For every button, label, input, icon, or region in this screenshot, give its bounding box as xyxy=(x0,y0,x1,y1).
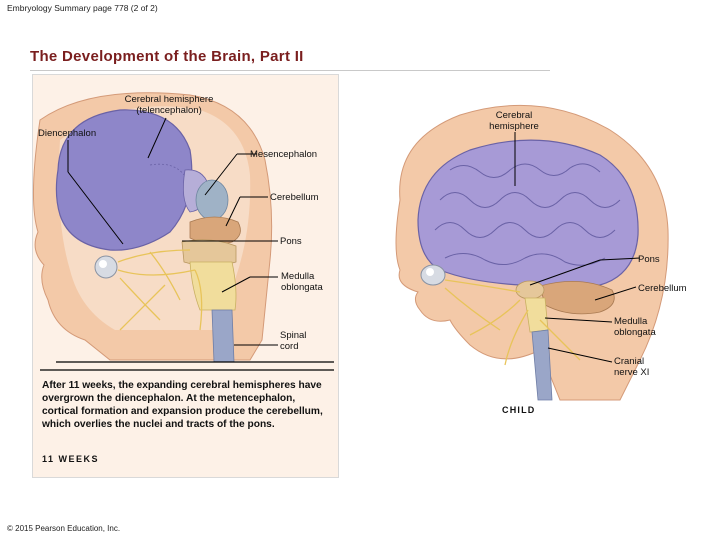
label-cerebellum-fetal: Cerebellum xyxy=(270,192,319,203)
label-line: cord xyxy=(280,341,299,352)
page-header: Embryology Summary page 778 (2 of 2) xyxy=(7,3,158,13)
label-diencephalon: Diencephalon xyxy=(38,128,97,139)
fetal-leader-lines xyxy=(67,117,278,346)
label-line: Cerebral xyxy=(495,110,533,121)
label-spinal-cord: Spinal cord xyxy=(280,330,306,352)
label-line: (telencephalon) xyxy=(136,105,202,116)
fetal-caption: After 11 weeks, the expanding cerebral h… xyxy=(42,380,323,430)
label-medulla-fetal: Medulla oblongata xyxy=(281,271,323,293)
label-line: nerve XI xyxy=(614,367,650,378)
label-line: Cerebral hemisphere xyxy=(124,94,214,105)
gyri-pattern xyxy=(434,163,621,266)
label-line: Medulla xyxy=(614,316,648,327)
child-leader-lines xyxy=(514,132,641,363)
label-cerebral-hemisphere-child: Cerebral hemisphere xyxy=(478,110,550,132)
label-mesencephalon: Mesencephalon xyxy=(250,149,318,160)
label-line: hemisphere xyxy=(489,121,539,132)
slide-title: The Development of the Brain, Part II xyxy=(30,48,304,65)
label-cerebral-hemisphere-fetal: Cerebral hemisphere (telencephalon) xyxy=(104,94,234,116)
label-line: oblongata xyxy=(614,327,656,338)
label-pons-fetal: Pons xyxy=(280,236,302,247)
label-line: Cranial xyxy=(614,356,645,367)
copyright-notice: © 2015 Pearson Education, Inc. xyxy=(7,524,121,533)
label-cranial-nerve-xi: Cranial nerve XI xyxy=(614,356,649,378)
label-line: oblongata xyxy=(281,282,323,293)
stage-label-child: CHILD xyxy=(502,405,536,415)
label-medulla-child: Medulla oblongata xyxy=(614,316,656,338)
fetal-head-drawing xyxy=(32,92,273,363)
label-line: Spinal xyxy=(280,330,307,341)
label-cerebellum-child: Cerebellum xyxy=(638,283,687,294)
title-divider xyxy=(30,70,550,71)
label-pons-child: Pons xyxy=(638,254,660,265)
child-head-drawing xyxy=(395,104,669,401)
label-line: Medulla xyxy=(281,271,315,282)
stage-label-11-weeks: 11 WEEKS xyxy=(42,454,100,464)
